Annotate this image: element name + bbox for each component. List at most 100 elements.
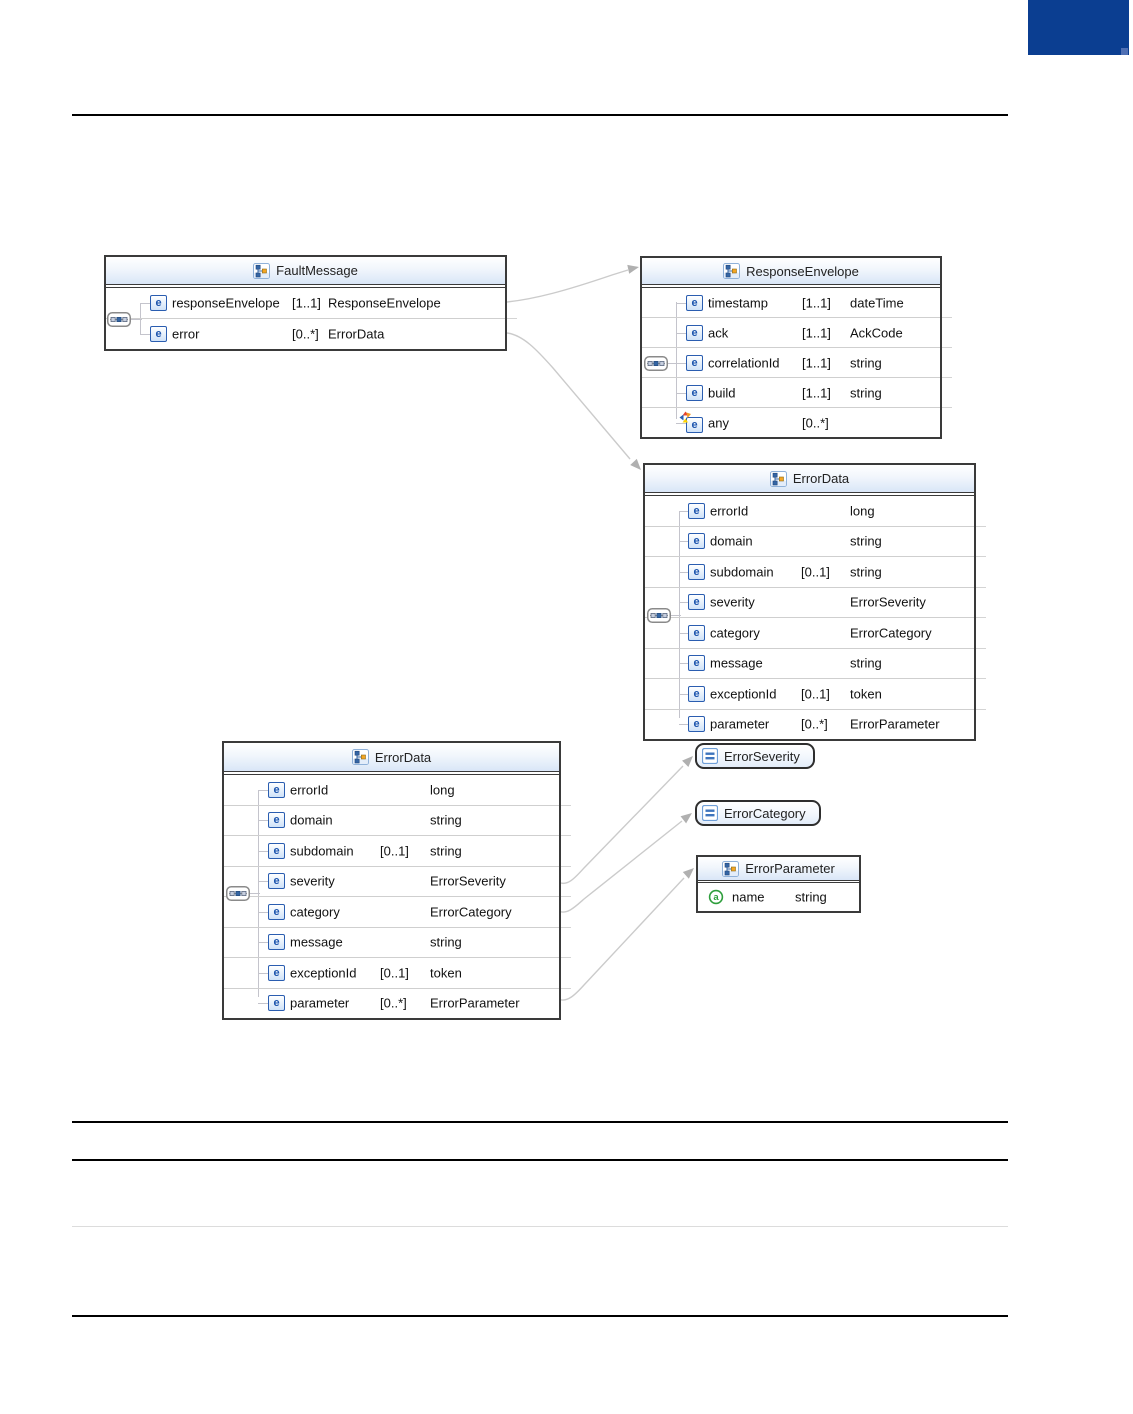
element-icon: e — [688, 502, 705, 519]
sequence-icon — [644, 356, 668, 371]
cardinality: [0..*] — [380, 995, 407, 1011]
box-title: ErrorData — [792, 471, 850, 486]
element-icon: e — [688, 563, 705, 580]
sequence-stub — [671, 615, 681, 616]
cardinality: [0..*] — [802, 415, 829, 430]
type-name: ErrorCategory — [850, 625, 932, 641]
element-icon: e — [268, 781, 285, 798]
element-row: e parameter [0..*] ErrorParameter — [224, 989, 559, 1019]
element-row: e correlationId [1..1] string — [642, 348, 952, 378]
simple-type-errorcategory: ErrorCategory — [695, 800, 821, 826]
sequence-stub — [250, 893, 260, 894]
type-name: string — [795, 889, 827, 905]
element-name: timestamp — [708, 295, 768, 310]
element-name: any — [708, 415, 729, 430]
element-icon: e — [688, 655, 705, 672]
footer-rule-4 — [72, 1315, 1008, 1317]
element-row: e severity ErrorSeverity — [645, 588, 986, 618]
type-name: AckCode — [850, 325, 903, 340]
type-name: ErrorSeverity — [850, 594, 926, 610]
element-icon: e — [686, 354, 703, 371]
simple-type-icon — [701, 747, 719, 765]
element-icon: e — [268, 995, 285, 1012]
element-name: parameter — [290, 995, 350, 1011]
element-row: e exceptionId [0..1] token — [224, 958, 571, 989]
type-name: string — [850, 385, 882, 400]
sequence-icon — [647, 608, 671, 623]
title-separator — [645, 492, 974, 496]
element-name: error — [172, 326, 200, 342]
element-row: e message string — [645, 649, 986, 679]
element-row: e severity ErrorSeverity — [224, 867, 571, 897]
element-icon: e — [268, 842, 285, 859]
attribute-row: a name string — [698, 883, 859, 911]
element-name: errorId — [710, 503, 749, 519]
schema-box-responseenvelope: ResponseEnvelope e timestamp [1..1] date… — [640, 256, 952, 439]
element-icon: e — [150, 295, 167, 311]
element-name: message — [290, 934, 343, 950]
element-name: parameter — [710, 716, 770, 732]
header-rule — [72, 114, 1008, 116]
cardinality: [0..1] — [801, 564, 830, 580]
type-name: ErrorParameter — [430, 995, 520, 1011]
schema-box-errordata-right: ErrorData e errorId long e domain string… — [643, 463, 986, 741]
cardinality: [1..1] — [802, 355, 831, 370]
complex-type-icon — [769, 470, 787, 487]
element-row: e build [1..1] string — [642, 378, 952, 408]
element-name: domain — [290, 812, 333, 828]
cardinality: [0..1] — [380, 843, 409, 859]
cardinality: [1..1] — [802, 325, 831, 340]
box-title: ResponseEnvelope — [746, 263, 859, 279]
element-name: severity — [710, 594, 755, 610]
schema-box-errorparameter: ErrorParameter a name string — [696, 855, 861, 913]
title-separator — [698, 880, 859, 883]
brand-banner — [1028, 0, 1129, 55]
cardinality: [1..1] — [802, 385, 831, 400]
element-row: e errorId long — [224, 775, 571, 806]
type-name: ErrorSeverity — [430, 873, 506, 889]
any-element-icon: e — [679, 411, 703, 433]
element-icon: e — [268, 812, 285, 829]
complex-type-icon — [351, 749, 369, 765]
element-name: build — [708, 385, 736, 400]
element-row-any: e any [0..*] — [642, 408, 940, 437]
element-name: exceptionId — [290, 965, 357, 981]
tree-bracket — [676, 302, 677, 419]
element-name: ack — [708, 325, 729, 340]
type-name: string — [430, 812, 462, 828]
simple-type-label: ErrorSeverity — [724, 748, 800, 764]
footer-rule-2 — [72, 1159, 1008, 1161]
type-name: string — [850, 533, 882, 549]
element-row: e domain string — [645, 527, 986, 557]
cardinality: [0..1] — [380, 965, 409, 981]
element-row: e category ErrorCategory — [645, 618, 986, 649]
element-row: e responseEnvelope [1..1] ResponseEnvelo… — [106, 288, 517, 319]
footer-rule-1 — [72, 1121, 1008, 1123]
element-name: category — [290, 904, 340, 920]
type-name: ErrorParameter — [850, 716, 940, 732]
simple-type-errorseverity: ErrorSeverity — [695, 743, 815, 769]
element-icon: e — [150, 326, 167, 342]
element-icon: e — [268, 964, 285, 981]
sequence-stub — [131, 319, 142, 320]
box-title: FaultMessage — [276, 263, 358, 278]
title-separator — [642, 284, 940, 288]
brand-banner-notch — [1121, 48, 1128, 55]
type-name: token — [850, 686, 882, 702]
type-name: string — [430, 843, 462, 859]
sequence-stub — [668, 363, 678, 364]
element-row: e subdomain [0..1] string — [645, 557, 986, 588]
element-icon: e — [268, 873, 285, 890]
element-name: exceptionId — [710, 686, 777, 702]
element-row: e errorId long — [645, 496, 986, 527]
type-name: long — [430, 782, 455, 798]
sequence-icon — [226, 886, 250, 901]
type-name: dateTime — [850, 295, 904, 310]
attribute-icon: a — [708, 889, 724, 905]
cardinality: [1..1] — [802, 295, 831, 310]
type-name: token — [430, 965, 462, 981]
footer-rule-3 — [72, 1226, 1008, 1227]
complex-type-icon — [722, 860, 740, 877]
element-row: e category ErrorCategory — [224, 897, 571, 928]
